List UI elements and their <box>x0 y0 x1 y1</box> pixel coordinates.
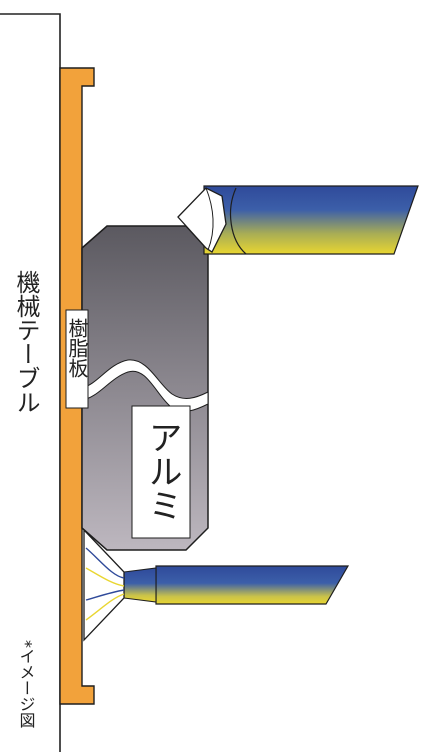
bottom-tool-cone <box>83 528 125 642</box>
top-cutting-tool <box>177 185 419 255</box>
machine-table-label: 機械テーブル <box>12 270 40 414</box>
top-tool-flute <box>229 187 247 255</box>
bottom-tool-cone-flute-4 <box>85 593 125 621</box>
aluminum-label-box <box>131 405 191 539</box>
image-note-label: *イメージ図 <box>17 640 36 728</box>
bottom-tool-cone-flute-2 <box>85 567 125 587</box>
bottom-tool-neck <box>123 567 157 603</box>
resin-plate-label: 樹脂板 <box>65 318 89 378</box>
bottom-tool-cone-flute-1 <box>85 547 125 579</box>
top-tool-edge <box>205 187 214 251</box>
bottom-tool-cone-flute-3 <box>85 589 125 601</box>
resin-plate-label-box <box>65 309 89 409</box>
bottom-tool-shank <box>155 565 350 605</box>
top-tool-shank <box>203 185 419 255</box>
cut-wave <box>81 359 209 412</box>
aluminum-label: アルミ <box>142 420 182 522</box>
bottom-cutting-tool <box>83 528 350 642</box>
